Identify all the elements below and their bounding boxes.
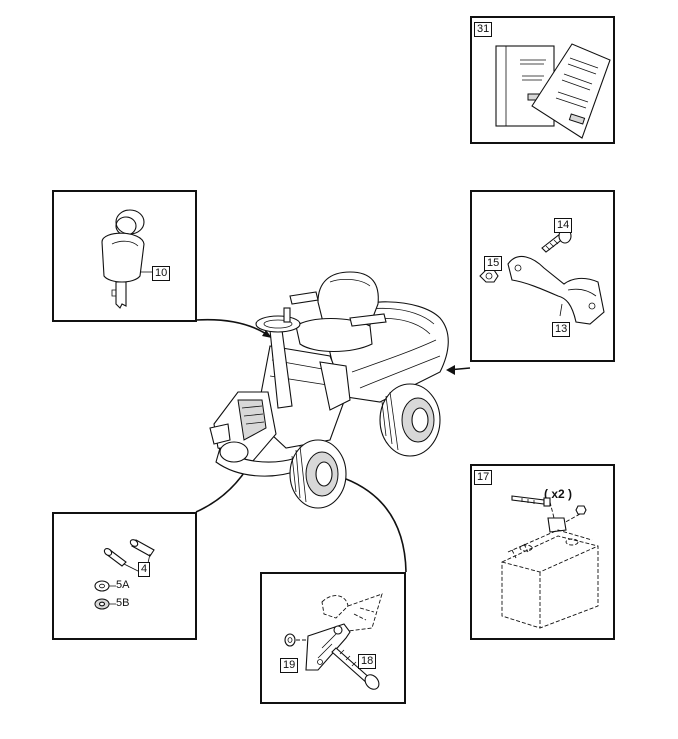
part-number-13: 13 — [552, 322, 571, 337]
part-number-4: 4 — [138, 562, 151, 577]
manual-booklets-illustration — [495, 43, 611, 139]
pins-washers-illustration — [94, 539, 155, 610]
hitch-hardware-illustration — [284, 593, 383, 690]
part-number-18: 18 — [358, 654, 377, 669]
leader-key-arrowhead — [262, 330, 272, 338]
leader-bracket-arrowhead — [446, 365, 455, 375]
manuals-panel: 31 — [470, 16, 615, 144]
part-number-17: 17 — [474, 470, 493, 485]
part-number-31: 31 — [474, 22, 493, 37]
part-number-15: 15 — [484, 256, 503, 271]
battery-illustration — [501, 495, 599, 629]
ignition-key-panel: 10 — [52, 190, 197, 322]
part-number-14: 14 — [554, 218, 573, 233]
ignition-key-icon — [101, 209, 152, 309]
quantity-label: ( x2 ) — [544, 487, 573, 501]
part-number-10: 10 — [152, 266, 171, 281]
part-number-5b: 5B — [116, 597, 130, 609]
bracket-hardware-illustration — [479, 228, 605, 325]
pins-washers-panel: 4 5A 5B — [52, 512, 197, 640]
part-number-19: 19 — [280, 658, 299, 673]
battery-panel: 17 ( x2 ) — [470, 464, 615, 640]
part-number-5a: 5A — [116, 579, 130, 591]
mounting-bracket-panel: 14 15 13 — [470, 190, 615, 362]
hitch-panel: 19 18 — [260, 572, 406, 704]
leader-hitch-to-wheel — [337, 475, 407, 573]
